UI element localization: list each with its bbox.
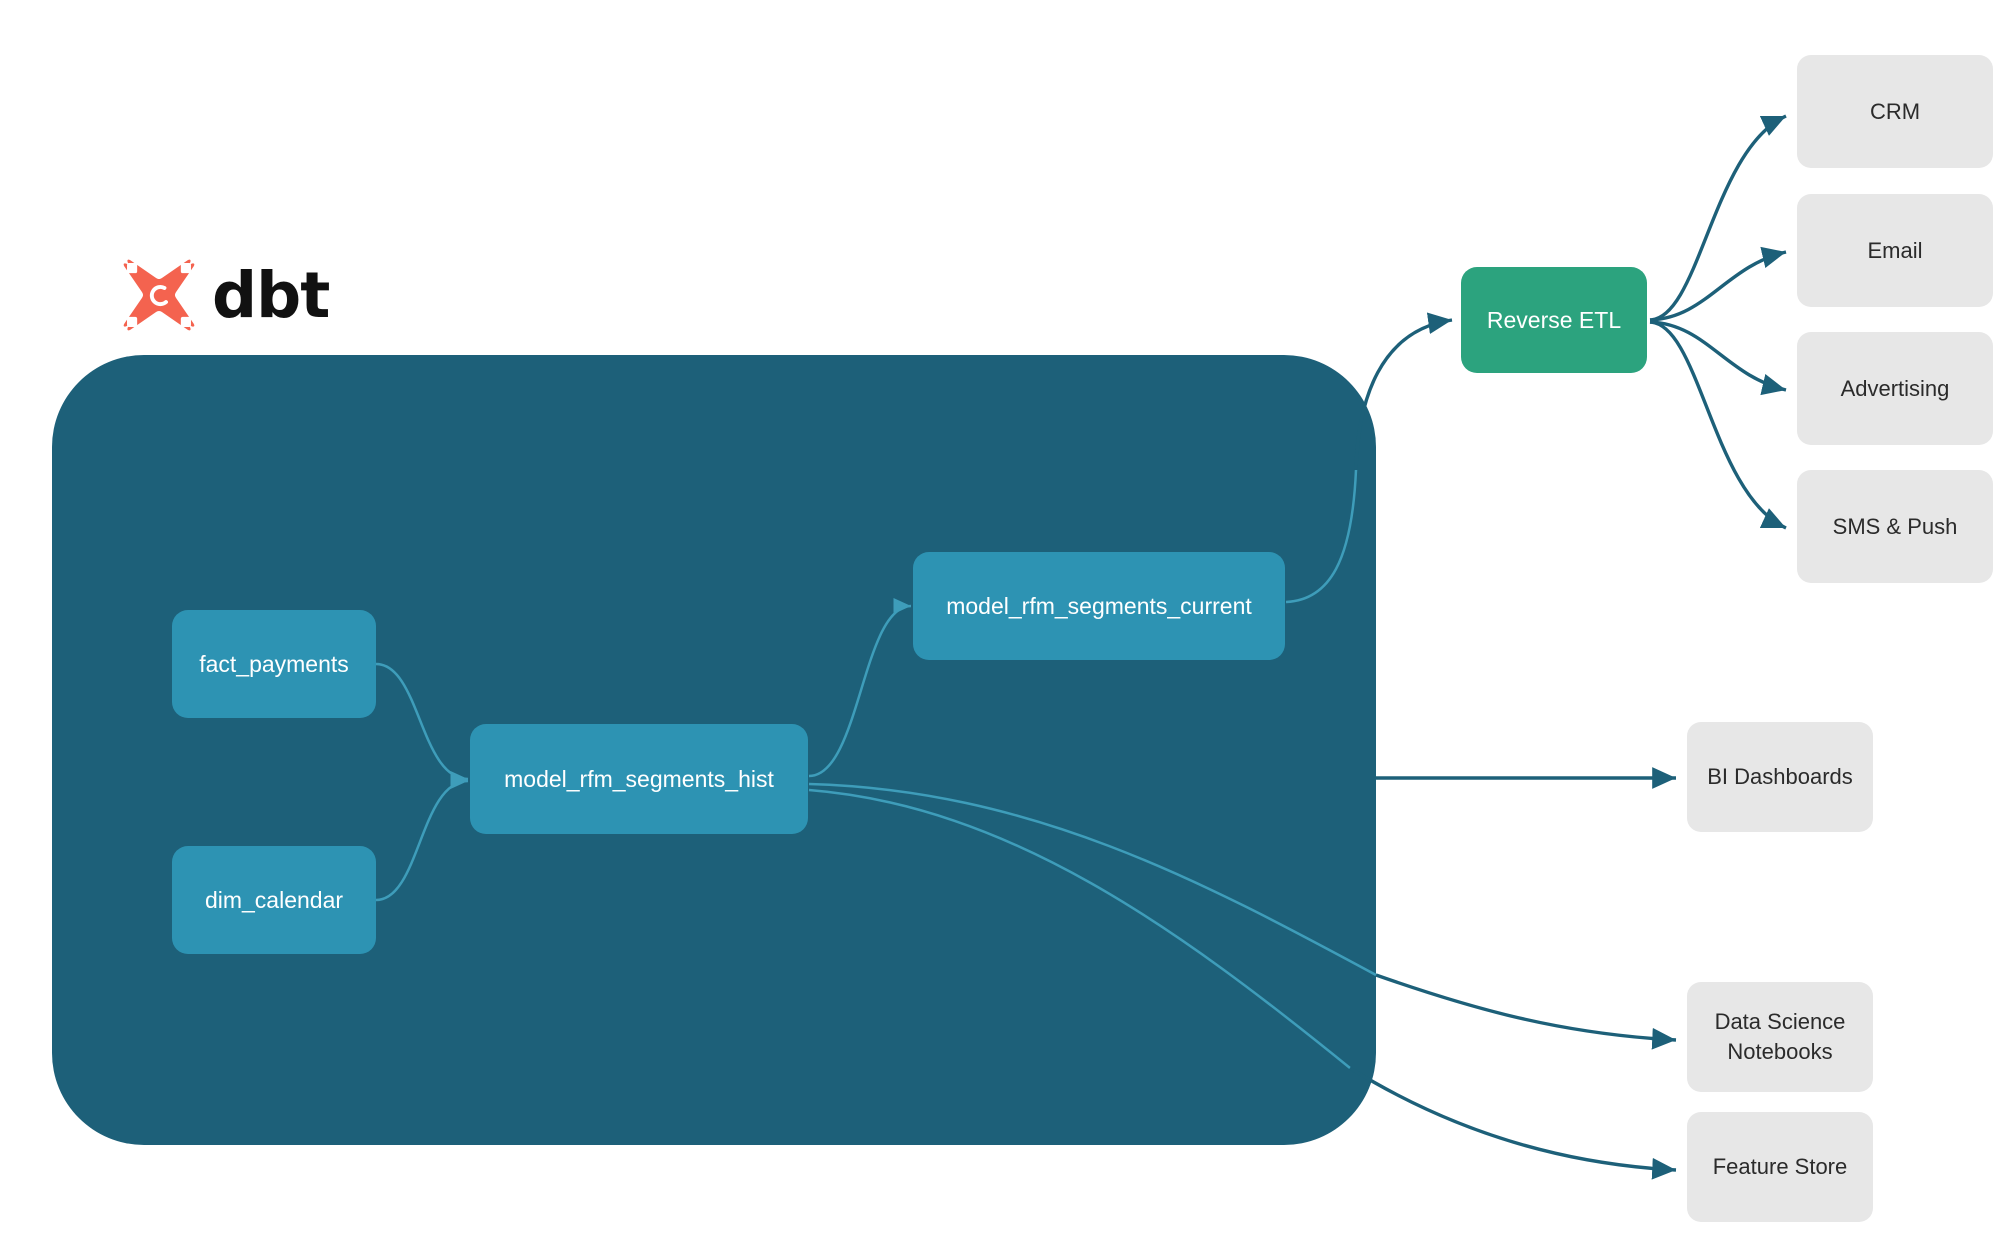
consumer-node-label: Data Science Notebooks — [1715, 1007, 1846, 1066]
model-node-model-rfm-segments-current[interactable]: model_rfm_segments_current — [913, 552, 1285, 660]
consumer-node-label: BI Dashboards — [1707, 764, 1853, 790]
model-node-label: fact_payments — [199, 650, 349, 677]
consumer-node-label: Email — [1867, 237, 1923, 263]
consumer-node-crm[interactable]: CRM — [1797, 55, 1993, 168]
consumer-node-feature-store[interactable]: Feature Store — [1687, 1112, 1873, 1222]
edge-reverse-etl-to-email — [1649, 246, 1787, 322]
consumer-node-advertising[interactable]: Advertising — [1797, 332, 1993, 445]
edge-reverse-etl-to-crm — [1649, 114, 1787, 322]
consumer-node-label: CRM — [1869, 98, 1921, 124]
edge-hist-to-data-science-notebooks — [1375, 973, 1677, 1050]
dbt-logo-icon — [123, 259, 195, 331]
model-node-label: model_rfm_segments_current — [946, 592, 1252, 619]
model-node-model-rfm-segments-hist[interactable]: model_rfm_segments_hist — [470, 724, 808, 834]
consumer-node-email[interactable]: Email — [1797, 194, 1993, 307]
reverse-etl-label: Reverse ETL — [1486, 306, 1622, 333]
edge-hist-to-feature-store — [1349, 1066, 1677, 1180]
consumer-node-bi-dashboards[interactable]: BI Dashboards — [1687, 722, 1873, 832]
dbt-wordmark: dbt — [212, 258, 330, 332]
model-node-fact-payments[interactable]: fact_payments — [172, 610, 376, 718]
consumer-node-sms-push[interactable]: SMS & Push — [1797, 470, 1993, 583]
model-node-label: model_rfm_segments_hist — [504, 765, 774, 792]
consumer-node-data-science-notebooks[interactable]: Data Science Notebooks — [1687, 982, 1873, 1092]
consumer-node-label-line1: Data Science — [1714, 1009, 1846, 1035]
edge-reverse-etl-to-sms-push — [1649, 320, 1787, 530]
edge-reverse-etl-to-advertising — [1649, 320, 1787, 396]
consumer-node-label: Advertising — [1840, 375, 1950, 401]
consumer-node-label: SMS & Push — [1832, 513, 1958, 539]
reverse-etl-node[interactable]: Reverse ETL — [1461, 267, 1647, 373]
consumer-node-label-line2: Notebooks — [1727, 1039, 1833, 1064]
model-node-label: dim_calendar — [204, 886, 344, 913]
dbt-logo: dbt — [120, 256, 330, 334]
consumer-node-label: Feature Store — [1712, 1154, 1848, 1180]
model-node-dim-calendar[interactable]: dim_calendar — [172, 846, 376, 954]
